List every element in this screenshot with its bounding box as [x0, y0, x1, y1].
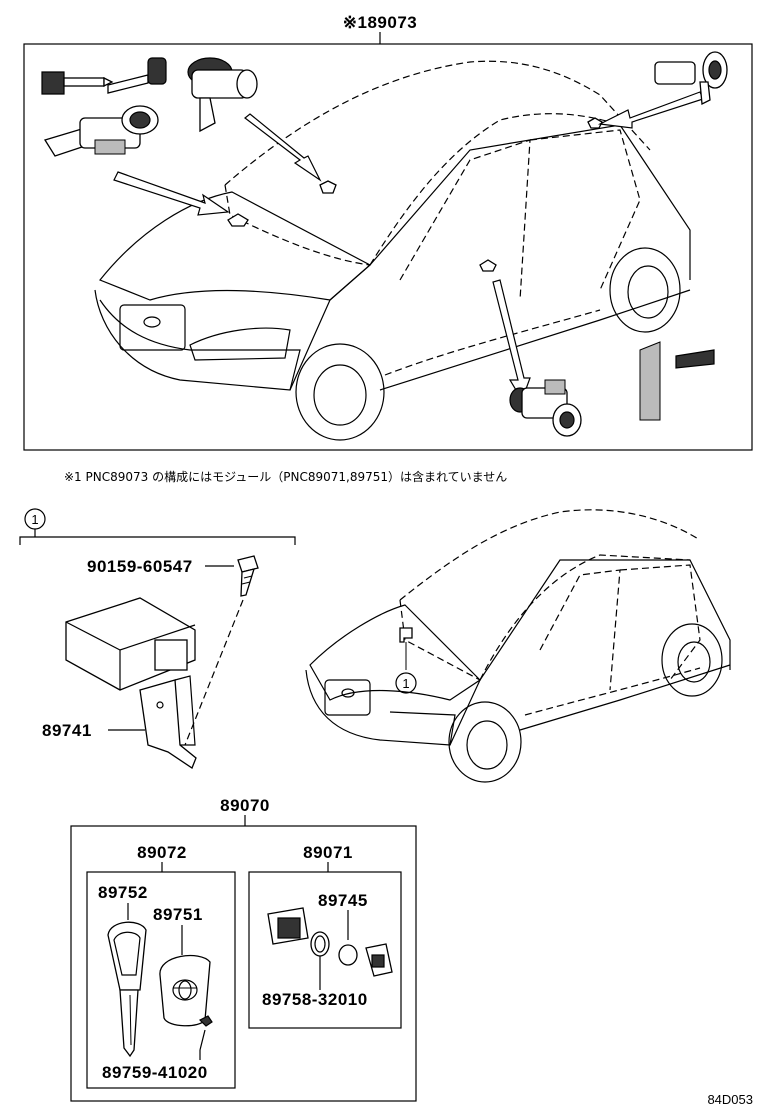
- part-label-89072: 89072: [137, 843, 187, 862]
- control-module-box: [65, 597, 196, 691]
- top-ignition-cylinder: [43, 105, 159, 157]
- part-label-89751: 89751: [153, 905, 203, 924]
- top-door-lock-cylinder: [187, 57, 258, 133]
- part-label-89759-41020: 89759-41020: [102, 1063, 208, 1082]
- bracket-illustration: [139, 675, 197, 769]
- middle-car-grille: [324, 679, 371, 716]
- part-label-89758-32010: 89758-32010: [262, 990, 368, 1009]
- part-label-89071: 89071: [303, 843, 353, 862]
- part-label-89752: 89752: [98, 883, 148, 902]
- top-transponder-chips: [639, 341, 715, 421]
- module-parts-illustration: [267, 907, 393, 977]
- set-89071-frame: [248, 871, 402, 1029]
- key-cover-illustration: [159, 954, 213, 1027]
- index-circle-1-label: 1: [31, 512, 38, 527]
- screw-leader: [184, 599, 244, 746]
- set-89070-frame: [70, 825, 417, 1102]
- part-label-90159-60547: 90159-60547: [87, 557, 193, 576]
- group-bracket-line: [19, 536, 296, 545]
- footer-code: 84D053: [707, 1092, 753, 1107]
- top-panel-arrows: [113, 91, 704, 402]
- part-label-89070: 89070: [220, 796, 270, 815]
- top-door-handle-lock: [509, 379, 582, 437]
- index-circle-1-car-label: 1: [402, 676, 409, 691]
- key-blade-illustration: [107, 921, 147, 1058]
- index-circle-1-car: [395, 672, 417, 694]
- top-panel-frame: [23, 43, 753, 451]
- middle-car-illustration: [305, 509, 731, 783]
- top-car-illustration: [94, 60, 691, 441]
- note-text: ※1 PNC89073 の構成にはモジュール（PNC89071,89751）は含…: [64, 469, 507, 484]
- top-trunk-lock: [654, 51, 728, 106]
- top-key-set: [41, 57, 167, 95]
- part-label-89741: 89741: [42, 721, 92, 740]
- ref-label-89073: ※189073: [343, 13, 417, 32]
- front-grille: [119, 304, 186, 351]
- set-89072-frame: [86, 871, 236, 1089]
- screw-illustration: [237, 555, 259, 597]
- part-label-89745: 89745: [318, 891, 368, 910]
